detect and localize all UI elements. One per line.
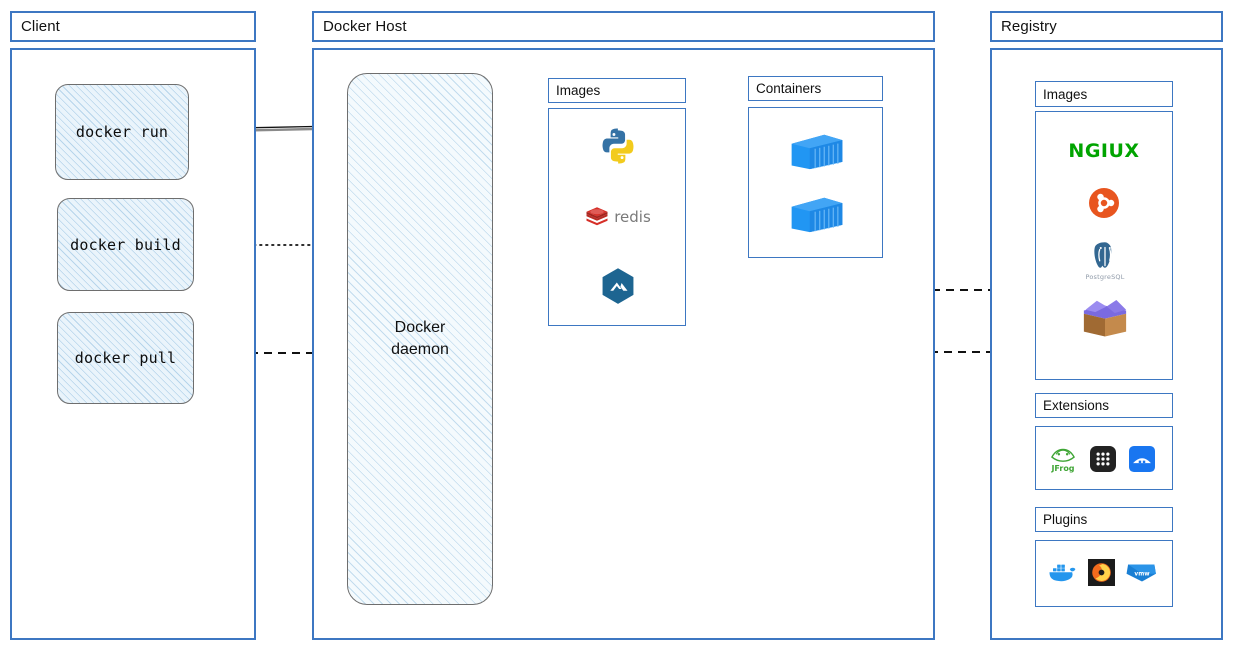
jfrog-caption: JFrog	[1051, 463, 1075, 473]
nginx-logo-icon: NGIUX	[1063, 138, 1145, 164]
host-images-label: Images	[556, 83, 601, 98]
alpine-logo-icon	[597, 265, 639, 307]
registry-plugins-label: Plugins	[1043, 512, 1088, 527]
redis-caption: redis	[614, 208, 651, 226]
container-icon	[787, 191, 847, 237]
package-box-icon	[1076, 292, 1134, 342]
gopher-plugin-icon	[1086, 557, 1116, 587]
docker-daemon-label-line2: daemon	[391, 341, 449, 358]
command-docker-run-label: docker run	[75, 123, 169, 141]
client-panel-header: Client	[10, 11, 256, 42]
docker-daemon-label-line1: Docker	[394, 319, 446, 337]
vmware-logo-icon: vmw	[1124, 558, 1160, 588]
command-docker-pull[interactable]: docker pull	[57, 312, 194, 404]
docker-daemon-box[interactable]: Docker daemon	[347, 73, 493, 605]
command-docker-pull-label: docker pull	[74, 349, 177, 367]
blue-app-icon	[1128, 445, 1156, 473]
registry-images-label: Images	[1043, 86, 1088, 102]
host-containers-body	[748, 107, 883, 258]
host-images-header: Images	[548, 78, 686, 103]
registry-plugins-header: Plugins	[1035, 507, 1173, 532]
nginx-caption: NGIUX	[1068, 140, 1140, 162]
grid-app-icon	[1089, 445, 1117, 473]
redis-logo-icon: redis	[578, 203, 658, 231]
client-panel-label: Client	[21, 18, 60, 35]
postgresql-logo-icon: PostgreSQL	[1076, 237, 1134, 283]
python-logo-icon	[596, 124, 640, 168]
command-docker-build-label: docker build	[70, 235, 181, 254]
ubuntu-logo-icon	[1086, 185, 1122, 221]
registry-images-header: Images	[1035, 81, 1173, 107]
docker-host-panel-header: Docker Host	[312, 11, 935, 42]
registry-extensions-label: Extensions	[1043, 398, 1110, 413]
host-containers-header: Containers	[748, 76, 883, 101]
svg-text:vmw: vmw	[1134, 571, 1150, 577]
container-icon	[787, 128, 847, 174]
postgresql-caption: PostgreSQL	[1085, 273, 1125, 281]
command-docker-build[interactable]: docker build	[57, 198, 194, 291]
jfrog-logo-icon: JFrog	[1046, 442, 1080, 476]
host-containers-label: Containers	[756, 81, 822, 96]
registry-panel-label: Registry	[1001, 18, 1057, 35]
command-docker-run[interactable]: docker run	[55, 84, 189, 180]
docker-whale-logo-icon	[1044, 557, 1078, 589]
registry-extensions-header: Extensions	[1035, 393, 1173, 418]
registry-panel-header: Registry	[990, 11, 1223, 42]
docker-host-panel-label: Docker Host	[323, 18, 407, 35]
